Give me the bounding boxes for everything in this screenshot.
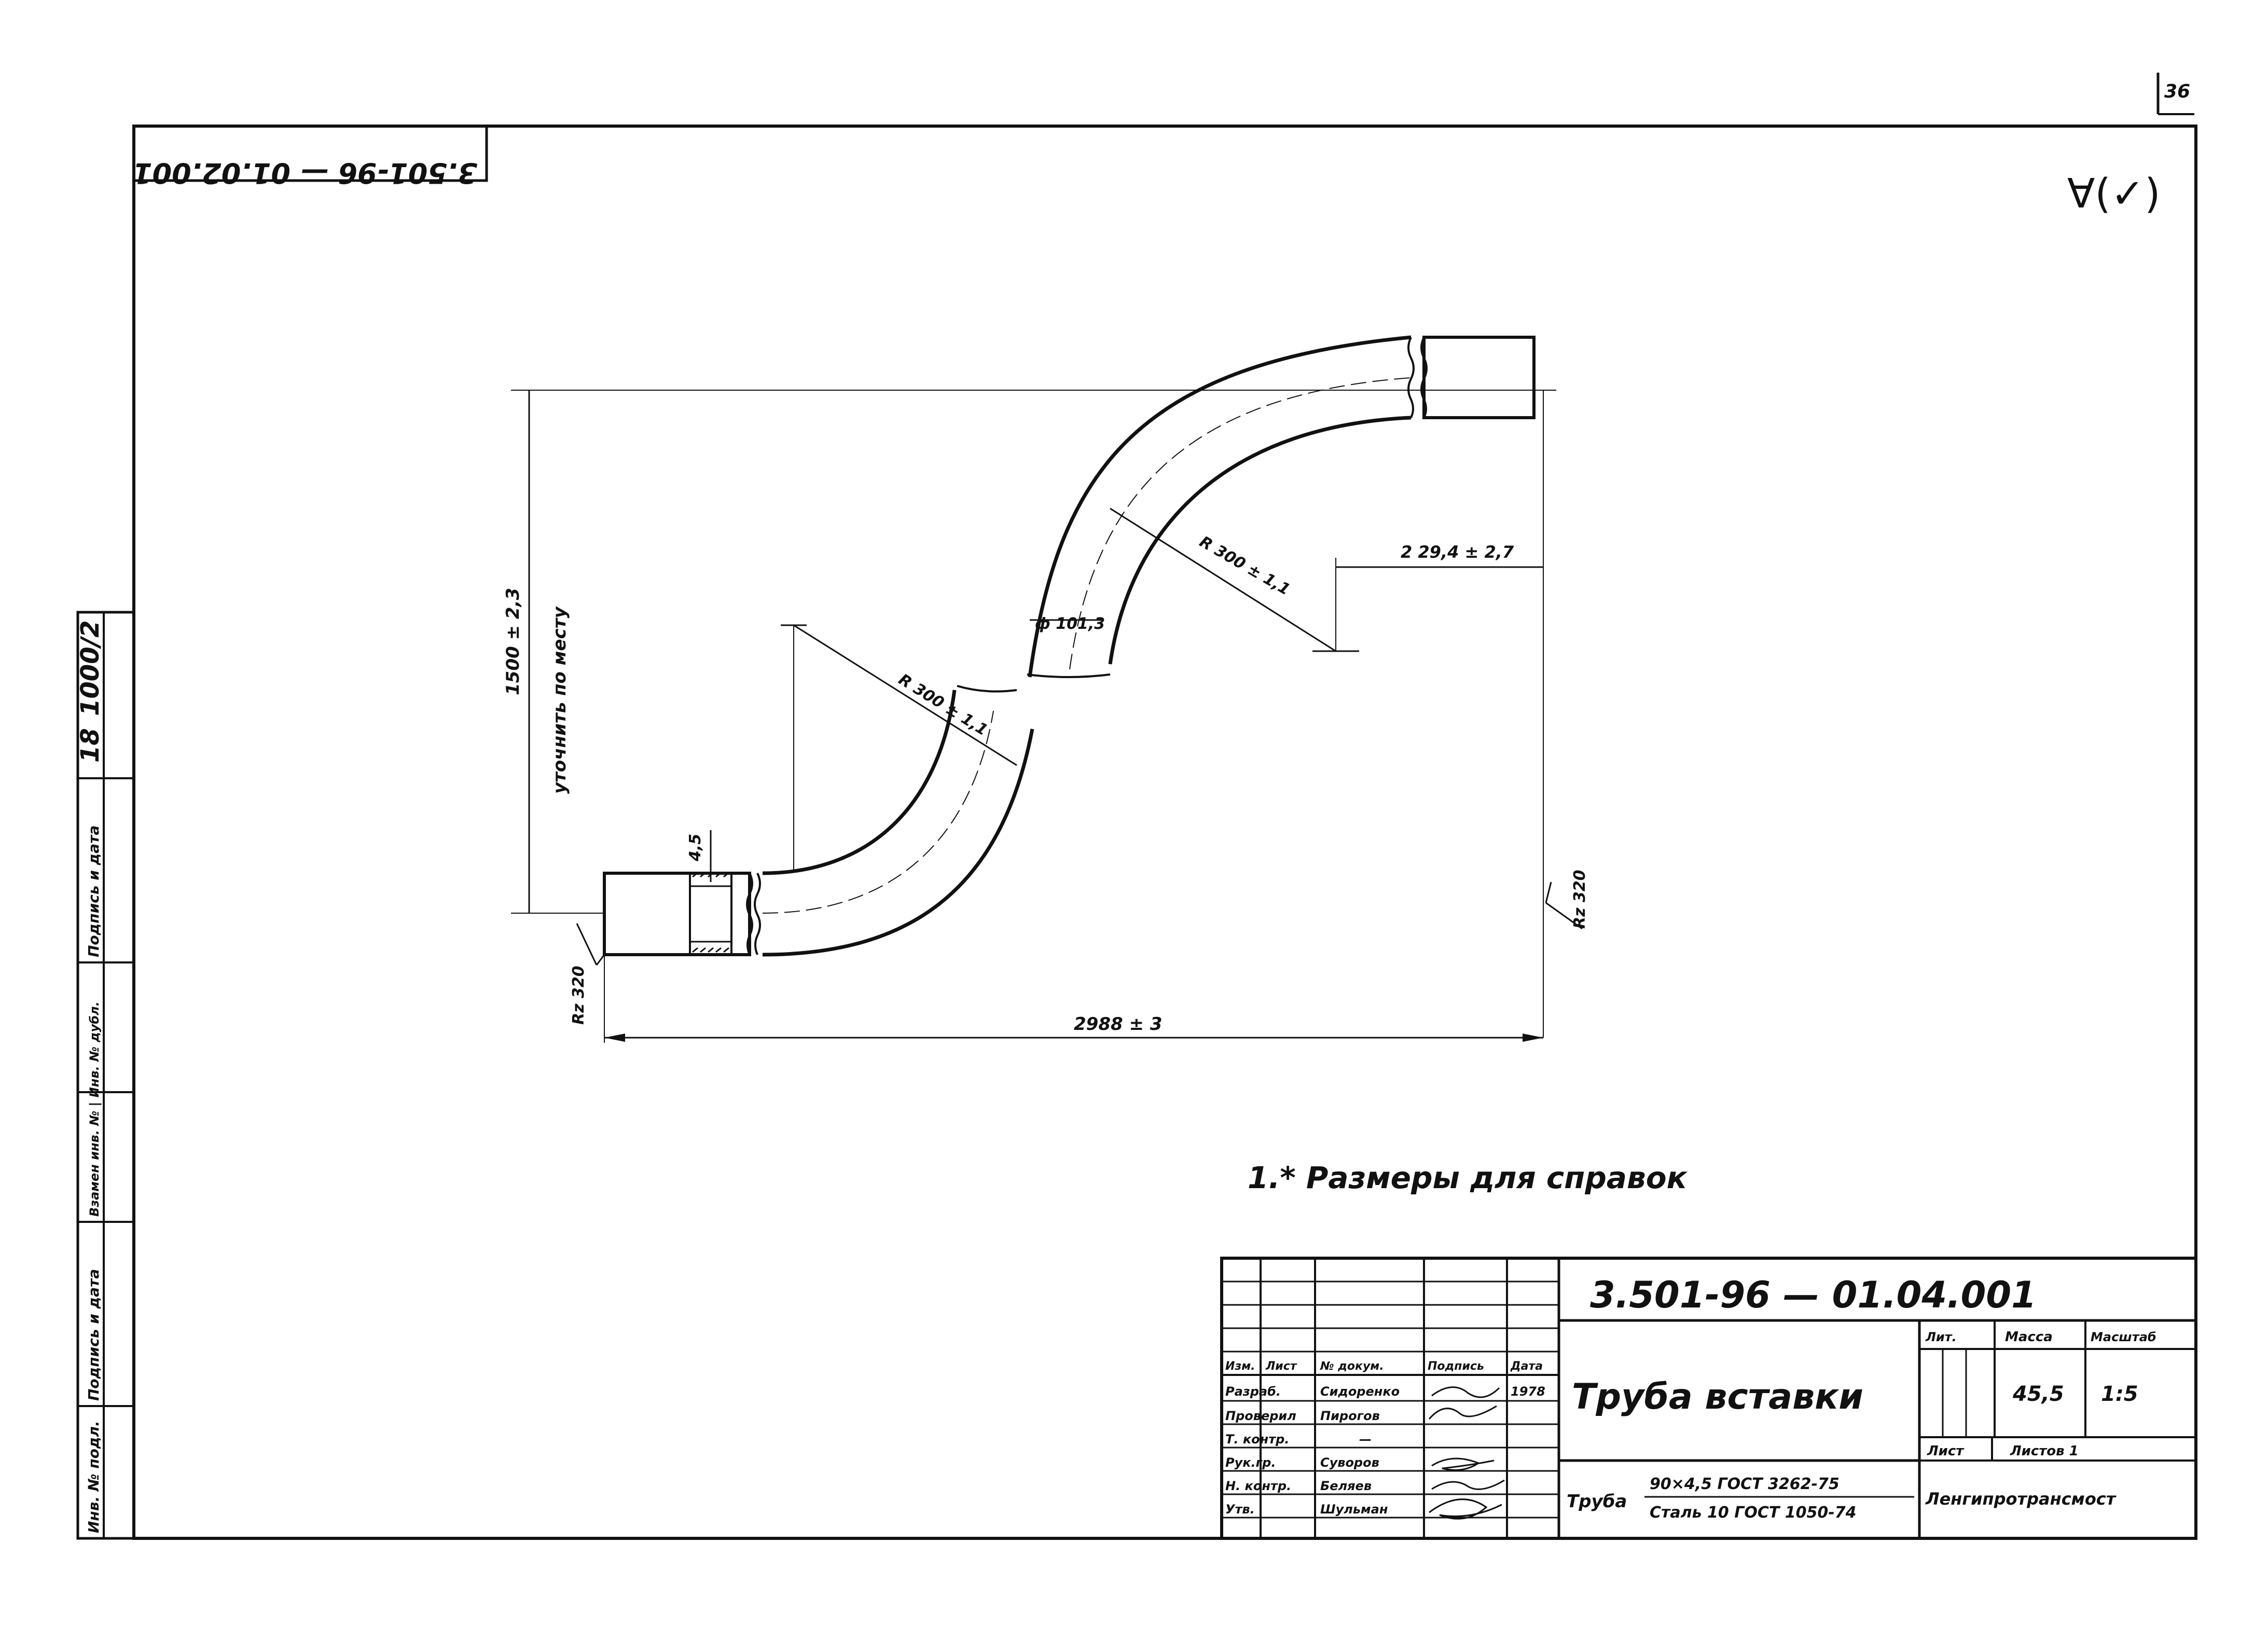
note-fit-on-site: уточнить по месту xyxy=(549,606,570,794)
wall-thickness: 4,5 xyxy=(686,834,704,862)
doc-code: 3.501-96 — 01.04.001 xyxy=(1590,1274,2037,1316)
roughness-general-mark: ∀(✓) xyxy=(2067,171,2161,217)
scale-label: Масштаб xyxy=(2091,1330,2156,1344)
strip-label-sign-upper: Подпись и дата xyxy=(85,825,102,957)
pipe-lower-bend-inner xyxy=(762,690,957,875)
drawing-frame xyxy=(132,125,2197,1540)
col-doc: № докум. xyxy=(1320,1360,1384,1373)
row-role: Н. контр. xyxy=(1225,1479,1291,1493)
lit-label: Лит. xyxy=(1925,1330,1957,1344)
row-date: 1978 xyxy=(1511,1384,1545,1399)
pipe-upper-bend-outer xyxy=(1028,335,1412,678)
strip-label-sign-lower: Подпись и дата xyxy=(85,1269,102,1401)
page-number: 36 xyxy=(2164,81,2190,102)
roughness-right: Rz 320 xyxy=(1571,870,1589,929)
row-name: Суворов xyxy=(1320,1455,1379,1470)
dim-length: 2988 ± 3 xyxy=(1074,1014,1162,1035)
strip-label-inv: Инв. № подл. xyxy=(85,1421,102,1533)
radius-lower: R 300 ± 1,1 xyxy=(895,670,991,739)
note-reference: 1.* Размеры для справок xyxy=(1248,1160,1688,1195)
row-role: Рук.гр. xyxy=(1225,1455,1276,1470)
material-line1: 90×4,5 ГОСТ 3262-75 xyxy=(1650,1475,1840,1493)
diameter-label: ф 101,3 xyxy=(1035,615,1105,633)
binder-stamp-b: 18 xyxy=(76,728,105,763)
row-role: Разраб. xyxy=(1225,1384,1281,1399)
sheet-label: Лист xyxy=(1927,1443,1965,1459)
row-name: — xyxy=(1359,1432,1372,1447)
rotated-stamp-text: 3.501-96 — 01.02.001 xyxy=(133,157,477,189)
row-name: Пирогов xyxy=(1320,1409,1380,1423)
row-name: Сидоренко xyxy=(1320,1384,1400,1399)
title-block: Изм. Лист № докум. Подпись Дата Разраб. … xyxy=(1220,1257,2197,1540)
dim-height: 1500 ± 2,3 xyxy=(503,588,523,695)
scale-value: 1:5 xyxy=(2101,1382,2138,1406)
rotated-stamp: 3.501-96 — 01.02.001 xyxy=(132,125,488,189)
sheets-label: Листов 1 xyxy=(2010,1443,2079,1459)
signatures xyxy=(1428,1386,1505,1520)
organization: Ленгипротрансмост xyxy=(1925,1489,2117,1509)
row-role: Проверил xyxy=(1225,1409,1296,1423)
mass-value: 45,5 xyxy=(2012,1382,2064,1406)
part-title: Труба вставки xyxy=(1572,1376,1863,1417)
dim-offset: 2 29,4 ± 2,7 xyxy=(1401,542,1514,562)
roughness-left: Rz 320 xyxy=(570,966,588,1025)
material-label: Труба xyxy=(1567,1491,1627,1512)
material-line2: Сталь 10 ГОСТ 1050-74 xyxy=(1650,1504,1856,1522)
col-list: Лист xyxy=(1265,1360,1297,1373)
pipe-upper-bend-inner xyxy=(1108,416,1412,665)
pipe-drawing xyxy=(603,335,1536,957)
col-date: Дата xyxy=(1510,1360,1543,1373)
left-strip: 1000/2 18 Инв. № подл. Подпись и дата Вз… xyxy=(76,611,135,1540)
pipe-lower-bend-outer xyxy=(762,728,1034,957)
strip-label-replace: Взамен инв. № | Инв. № дубл. xyxy=(87,1001,102,1217)
col-izm: Изм. xyxy=(1225,1360,1255,1373)
binder-stamp-a: 1000/2 xyxy=(76,620,105,716)
radius-upper: R 300 ± 1,1 xyxy=(1196,533,1293,599)
pipe-right-end xyxy=(1422,336,1536,419)
row-role: Утв. xyxy=(1225,1502,1255,1517)
mass-label: Масса xyxy=(2005,1329,2053,1345)
row-name: Беляев xyxy=(1320,1479,1372,1493)
dimensions: 1500 ± 2,3 уточнить по месту R 300 ± 1,1… xyxy=(503,390,1589,1043)
col-sign: Подпись xyxy=(1428,1360,1484,1373)
row-name: Шульман xyxy=(1320,1502,1388,1517)
row-role: Т. контр. xyxy=(1225,1432,1289,1447)
page-number-box: 36 xyxy=(2156,73,2194,115)
